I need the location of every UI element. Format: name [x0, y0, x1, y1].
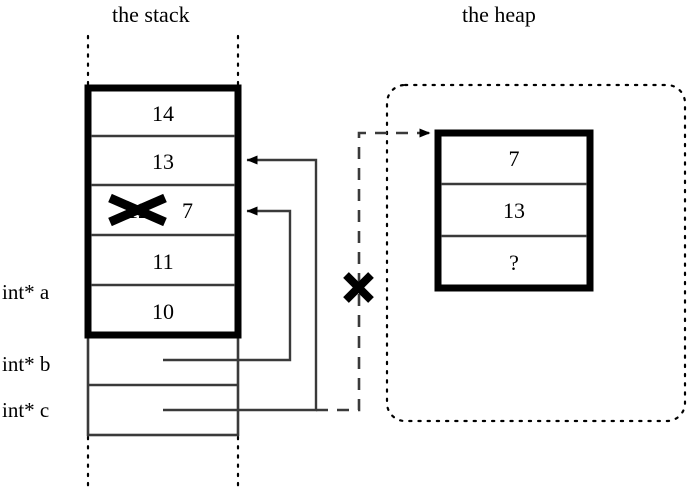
struck-value-x-icon: [108, 193, 167, 227]
stack-title: the stack: [112, 2, 190, 27]
heap-cell-value-1: 13: [503, 198, 525, 223]
heap-region-boundary: [385, 83, 687, 423]
broken-pointer-x-icon: [343, 272, 374, 303]
heap-title: the heap: [462, 2, 536, 27]
stack-cell-value-1: 13: [152, 149, 174, 174]
pointer-c-arrow: [163, 155, 318, 412]
stack-var-label-b: int* b: [2, 352, 51, 376]
stack-cell-value-3: 11: [152, 249, 174, 274]
stack-cell-value-2-struck: 12: [127, 198, 149, 223]
stack-array-frame: [84, 84, 242, 339]
stack-cell-value-4: 10: [152, 299, 174, 324]
pointer-b-arrow: [163, 206, 292, 362]
heap-block-frame: [434, 129, 594, 292]
stack-cell-value-0: 14: [152, 101, 174, 126]
stack-variable-slots-frame: [86, 333, 240, 437]
heap-cell-value-0: 7: [508, 146, 520, 171]
stack-var-label-a: int* a: [2, 280, 50, 304]
stack-cell-value-2-new: 7: [182, 198, 193, 223]
stack-var-label-c: int* c: [2, 398, 50, 422]
pointer-a-dangling-arrow: [316, 128, 431, 412]
heap-cell-value-2: ?: [509, 250, 519, 275]
stack-region-dotted-guides: [86, 34, 240, 489]
